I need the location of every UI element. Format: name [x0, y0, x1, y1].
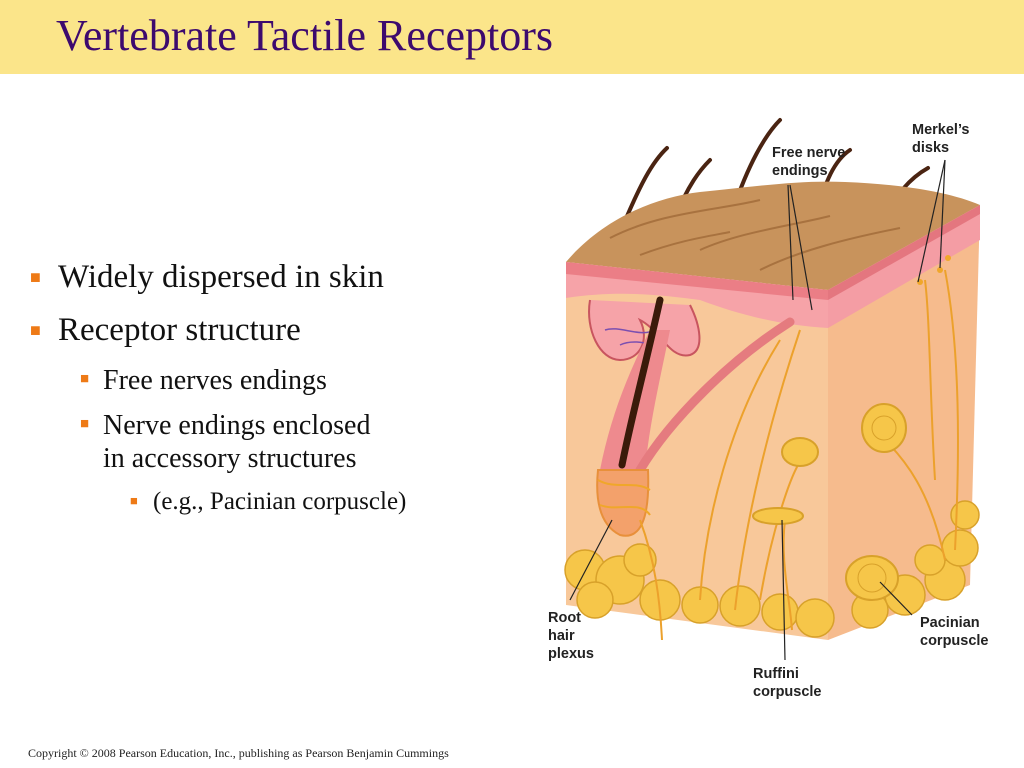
label-leader-lines: [569, 159, 946, 661]
square-bullet-icon: ■: [130, 492, 138, 508]
bullet-list: ■ Widely dispersed in skin ■ Receptor st…: [28, 258, 538, 516]
ruffini-corpuscle: [752, 507, 804, 525]
bullet-text-line: in accessory structures: [103, 442, 357, 474]
label-pacinian-corpuscle: Pacinian corpuscle: [920, 615, 989, 649]
bullet-text: Widely dispersed in skin: [58, 259, 384, 295]
pacinian-corpuscle-upper: [861, 403, 907, 453]
label-merkels-disks: Merkel’s disks: [912, 122, 974, 156]
bullet-text: Free nerves endings: [103, 364, 327, 396]
square-bullet-icon: ■: [30, 319, 41, 340]
meissner-corpuscle: [781, 437, 819, 467]
title-bar: Vertebrate Tactile Receptors: [0, 0, 1024, 74]
bullet-text: Receptor structure: [58, 311, 301, 348]
square-bullet-icon: ■: [30, 267, 41, 287]
fat-lobules: [564, 500, 980, 638]
epidermis-surface: [566, 181, 980, 290]
bullet-item: ■ Receptor structure: [28, 311, 538, 350]
label-root-hair-plexus: Root hair plexus: [548, 610, 594, 662]
sub-sub-bullet-item: ■ (e.g., Pacinian corpuscle): [28, 487, 538, 517]
sub-bullet-item: ■ Free nerves endings: [28, 364, 538, 397]
bullet-text: (e.g., Pacinian corpuscle): [153, 487, 407, 515]
sub-bullet-item: ■ Nerve endings enclosed in accessory st…: [28, 409, 538, 475]
bullet-item: ■ Widely dispersed in skin: [28, 258, 538, 297]
square-bullet-icon: ■: [80, 370, 90, 387]
slide-title: Vertebrate Tactile Receptors: [56, 11, 553, 60]
square-bullet-icon: ■: [80, 415, 90, 432]
skin-receptors-diagram: Free nerve endings Merkel’s disks Root h…: [548, 118, 989, 700]
copyright-footer: Copyright © 2008 Pearson Education, Inc.…: [28, 746, 449, 760]
bullet-text-line: Nerve endings enclosed: [103, 409, 371, 441]
pacinian-corpuscle: [845, 555, 899, 601]
label-free-nerve-endings: Free nerve endings: [772, 145, 849, 179]
label-ruffini-corpuscle: Ruffini corpuscle: [753, 666, 822, 700]
